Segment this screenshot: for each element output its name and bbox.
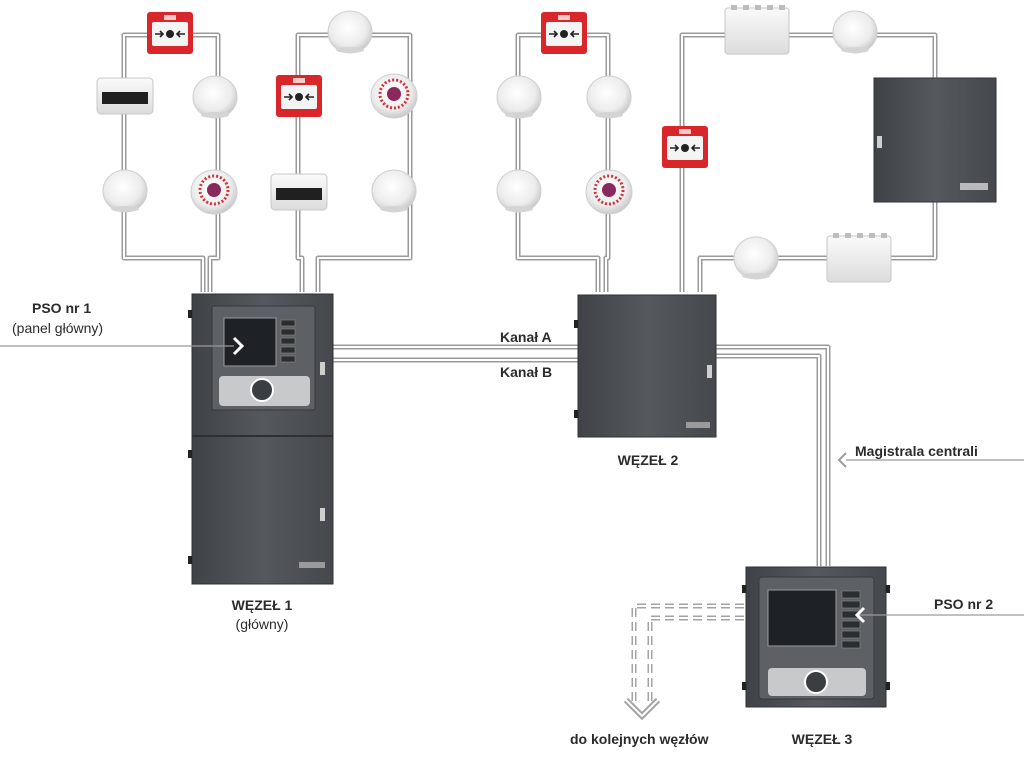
pso-1-subtitle: (panel główny) [12, 320, 104, 336]
sounder-icon [370, 73, 418, 119]
sounder-icon [585, 169, 633, 215]
module-box-icon [724, 5, 790, 55]
node-1-subtitle: (główny) [235, 616, 289, 632]
beam-detector-icon [270, 173, 328, 211]
channel-a-label: Kanał A [500, 329, 552, 345]
pointer-arrow-icon [854, 606, 866, 624]
auxiliary-cabinet-icon [873, 77, 997, 203]
channel-b-label: Kanał B [500, 364, 553, 380]
bus-label: Magistrala centrali [855, 443, 978, 459]
next-nodes-label: do kolejnych węzłów [570, 731, 709, 747]
module-box-icon [826, 233, 892, 283]
sounder-icon [190, 169, 238, 215]
pointer-lines [0, 345, 1024, 616]
smoke-detector-icon [733, 236, 779, 280]
smoke-detector-icon [832, 10, 878, 54]
smoke-detector-icon [586, 75, 632, 119]
pso-1-title: PSO nr 1 [32, 300, 92, 316]
loop-wiring [121, 32, 938, 702]
smoke-detector-icon [496, 75, 542, 119]
beam-detector-icon [96, 77, 154, 115]
manual-call-point-icon [662, 126, 708, 168]
pso-2-title: PSO nr 2 [934, 596, 994, 612]
pointer-arrow-icon [232, 336, 245, 356]
node-1-title: WĘZEŁ 1 [231, 597, 293, 613]
smoke-detector-icon [192, 75, 238, 119]
smoke-detector-icon [371, 169, 417, 213]
node-3-panel [742, 566, 890, 708]
smoke-detector-icon [102, 169, 148, 213]
arrow-down-icon [623, 697, 661, 721]
manual-call-point-icon [541, 12, 587, 54]
node-2-title: WĘZEŁ 2 [617, 452, 679, 468]
manual-call-point-icon [147, 12, 193, 54]
node-3-title: WĘZEŁ 3 [791, 731, 853, 747]
smoke-detector-icon [496, 169, 542, 213]
manual-call-point-icon [276, 75, 322, 117]
pointer-arrow-icon [837, 452, 847, 468]
node-1-panel [188, 293, 334, 585]
node-2-panel [574, 294, 717, 438]
smoke-detector-icon [327, 10, 373, 54]
